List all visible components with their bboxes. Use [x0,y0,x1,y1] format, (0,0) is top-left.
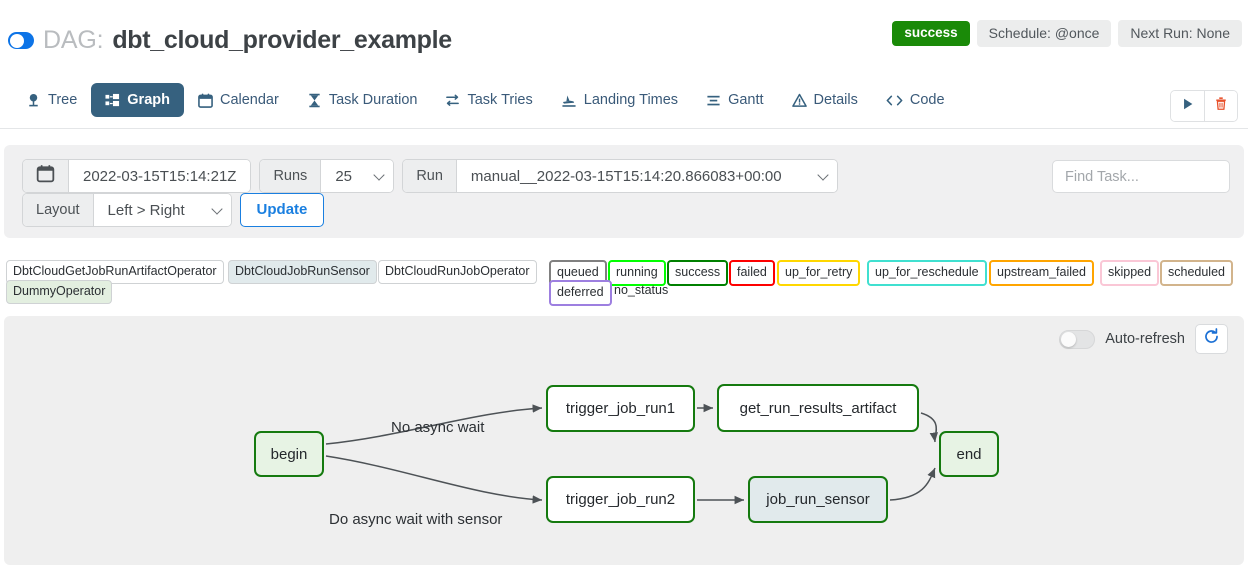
hourglass-icon [307,93,322,108]
page-header: DAG: dbt_cloud_provider_example success … [0,0,1248,68]
calendar-picker-button[interactable] [23,160,69,192]
tab-landing-times[interactable]: Landing Times [547,83,692,117]
graph-edge [325,455,543,504]
graph-node-trigger_job_run2[interactable]: trigger_job_run2 [546,476,695,523]
base-date-input[interactable]: 2022-03-15T15:14:21Z [69,160,251,192]
delete-dag-button[interactable] [1204,91,1237,121]
calendar-icon [198,93,213,108]
tab-label: Tree [48,92,78,108]
calendar-icon [36,164,55,188]
tab-task-duration[interactable]: Task Duration [293,83,432,117]
num-runs-select[interactable]: 25 [321,160,394,192]
header-status-group: success Schedule: @once Next Run: None [892,20,1242,48]
tab-label: Landing Times [583,92,679,108]
legend-status-chip: up_for_reschedule [867,260,987,286]
refresh-button[interactable] [1195,324,1228,354]
legend-status-chip: upstream_failed [989,260,1094,286]
tab-gantt[interactable]: Gantt [692,83,777,117]
run-group: Run manual__2022-03-15T15:14:20.866083+0… [402,159,838,193]
tab-label: Code [909,92,945,108]
tree-icon [26,93,41,108]
graph-edge-label: No async wait [391,419,485,436]
toolbar-row-layout: Layout Left > Right Update [22,193,325,227]
graph-edge [889,467,936,501]
tab-calendar[interactable]: Calendar [184,83,293,117]
trash-icon [1214,96,1228,116]
graph-node-begin[interactable]: begin [254,431,324,477]
tab-label: Task Tries [467,92,533,108]
base-date-group: 2022-03-15T15:14:21Z [22,159,252,193]
tab-label: Task Duration [328,92,418,108]
legend-status-chip: success [667,260,729,286]
tab-label: Graph [127,92,170,108]
tab-tree[interactable]: Tree [12,83,91,117]
graph-node-end[interactable]: end [939,431,999,477]
update-button[interactable]: Update [239,193,325,227]
legend-status-chip: failed [729,260,775,286]
graph-edge-label: Do async wait with sensor [329,511,503,528]
view-tabbar: Tree Graph Calendar Task Duration [0,83,1248,129]
runs-label: Runs [260,160,322,192]
refresh-icon [1203,328,1220,350]
legend-status-chip: up_for_retry [777,260,861,286]
trigger-dag-button[interactable] [1171,91,1204,121]
schedule-badge: Schedule: @once [976,20,1112,48]
graph-node-job_run_sensor[interactable]: job_run_sensor [748,476,888,523]
dag-status-badge: success [892,21,970,46]
graph-edges [325,403,939,505]
tab-task-tries[interactable]: Task Tries [431,83,546,117]
legend-status-chip: scheduled [1160,260,1233,286]
legend-status-chip: deferred [549,280,612,306]
dag-run-select[interactable]: manual__2022-03-15T15:14:20.866083+00:00 [456,160,837,192]
tab-label: Gantt [728,92,764,108]
dag-graph-canvas[interactable]: Auto-refresh begin trigger_job_run1 get_ru… [4,316,1244,565]
legend-status-chip: skipped [1100,260,1160,286]
warning-triangle-icon [791,93,807,108]
legend-operator-chip[interactable]: DbtCloudRunJobOperator [378,260,537,284]
auto-refresh-controls: Auto-refresh [1059,324,1228,354]
find-task-input[interactable]: Find Task... [1052,160,1230,193]
retry-icon [445,93,460,108]
next-run-badge: Next Run: None [1118,20,1242,48]
legend-no-status: no_status [614,283,669,297]
layout-group: Layout Left > Right [22,193,232,227]
layout-label: Layout [23,194,94,226]
dag-action-buttons [1170,90,1238,122]
legend-operator-chip[interactable]: DbtCloudGetJobRunArtifactOperator [6,260,224,284]
toolbar-row-filters: 2022-03-15T15:14:21Z Runs 25 Run manual_… [22,159,838,193]
runs-group: Runs 25 [259,159,395,193]
dag-name: dbt_cloud_provider_example [112,26,452,54]
graph-node-trigger_job_run1[interactable]: trigger_job_run1 [546,385,695,432]
tab-details[interactable]: Details [778,83,872,117]
dag-label: DAG: [43,26,104,54]
dag-paused-toggle[interactable] [8,32,34,49]
dag-title: DAG: dbt_cloud_provider_example [8,26,452,55]
graph-edge [325,404,543,445]
legend-operator-chip[interactable]: DummyOperator [6,280,113,304]
tab-graph[interactable]: Graph [91,83,184,117]
legend-operator-chip[interactable]: DbtCloudJobRunSensor [228,260,377,284]
graph-node-get_run_results_artifact[interactable]: get_run_results_artifact [717,384,919,432]
code-icon [886,93,903,108]
run-label: Run [403,160,457,192]
tab-label: Calendar [219,92,279,108]
play-icon [1181,97,1195,116]
auto-refresh-label: Auto-refresh [1105,331,1185,347]
legend-status-chip: running [608,260,666,286]
graph-edge [920,412,939,443]
auto-refresh-toggle[interactable] [1059,329,1096,349]
view-tabs: Tree Graph Calendar Task Duration [12,83,959,117]
gantt-icon [706,93,721,108]
graph-icon [105,93,120,108]
graph-toolbar: 2022-03-15T15:14:21Z Runs 25 Run manual_… [4,145,1244,238]
layout-select[interactable]: Left > Right [93,194,231,226]
landing-icon [561,93,577,108]
tab-code[interactable]: Code [872,83,959,117]
tab-label: Details [813,92,858,108]
